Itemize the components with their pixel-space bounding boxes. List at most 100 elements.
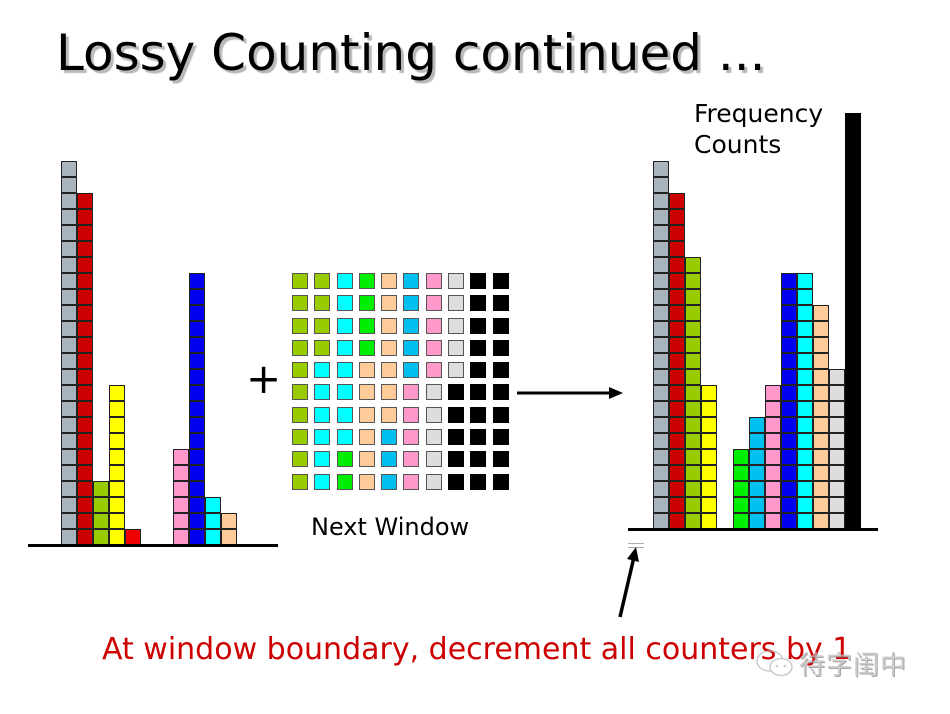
count-block: [733, 497, 749, 513]
window-item-olive: [292, 295, 308, 312]
count-block: [733, 465, 749, 481]
count-block: [189, 433, 205, 449]
count-block: [669, 433, 685, 449]
count-block: [781, 337, 797, 353]
count-block: [669, 241, 685, 257]
count-block: [669, 449, 685, 465]
count-block: [109, 513, 125, 529]
count-block: [653, 385, 669, 401]
count-block: [77, 225, 93, 241]
count-block: [669, 321, 685, 337]
count-block: [173, 481, 189, 497]
count-block: [813, 417, 829, 433]
count-block: [685, 305, 701, 321]
frequency-label-line1: Frequency: [694, 99, 824, 128]
bar-yellow: [701, 385, 717, 529]
count-block: [685, 417, 701, 433]
count-block: [701, 401, 717, 417]
count-block: [765, 481, 781, 497]
bar-cyan: [797, 273, 813, 529]
count-block: [797, 385, 813, 401]
count-block: [797, 497, 813, 513]
count-block: [669, 305, 685, 321]
count-block: [77, 369, 93, 385]
window-item-pink: [403, 429, 420, 446]
count-block: [685, 353, 701, 369]
window-item-pink: [425, 317, 442, 334]
window-item-skyblue: [403, 273, 420, 289]
window-item-black: [470, 473, 487, 490]
count-block: [189, 481, 205, 497]
count-block: [685, 289, 701, 305]
right-frequency-chart: [628, 100, 878, 529]
window-item-black: [492, 429, 509, 446]
bar-red: [669, 193, 685, 529]
window-item-olive: [292, 384, 308, 401]
count-block: [61, 465, 77, 481]
count-block: [813, 305, 829, 321]
count-block: [813, 481, 829, 497]
count-block: [685, 465, 701, 481]
count-block: [749, 497, 765, 513]
count-block: [189, 497, 205, 513]
count-block: [765, 385, 781, 401]
count-block: [77, 401, 93, 417]
count-block: [109, 465, 125, 481]
count-block: [669, 417, 685, 433]
decrement-note: At window boundary, decrement all counte…: [102, 632, 852, 667]
count-block: [829, 513, 845, 529]
count-block: [797, 337, 813, 353]
next-window-label: Next Window: [311, 513, 470, 541]
window-item-green: [336, 451, 353, 468]
count-block: [189, 289, 205, 305]
window-item-skyblue: [381, 429, 398, 446]
count-block: [189, 273, 205, 289]
window-item-green: [358, 295, 375, 312]
count-block: [653, 449, 669, 465]
window-item-skyblue: [403, 339, 420, 356]
count-block: [77, 529, 93, 545]
count-block: [61, 161, 77, 177]
window-item-peach: [381, 406, 398, 423]
window-item-black: [470, 451, 487, 468]
count-block: [653, 465, 669, 481]
count-block: [77, 353, 93, 369]
count-block: [77, 481, 93, 497]
window-item-black: [470, 384, 487, 401]
window-item-black: [448, 451, 465, 468]
count-block: [125, 529, 141, 545]
count-block: [77, 305, 93, 321]
count-block: [653, 193, 669, 209]
count-block: [93, 513, 109, 529]
up-arrow-icon: [618, 547, 639, 618]
count-block: [77, 497, 93, 513]
bar-peach: [221, 513, 237, 545]
count-block: [653, 481, 669, 497]
window-item-lightgrey: [425, 429, 442, 446]
count-block: [221, 513, 237, 529]
count-block: [781, 289, 797, 305]
slide-title: Lossy Counting continued ...: [56, 24, 766, 82]
count-block: [61, 273, 77, 289]
count-block: [749, 449, 765, 465]
frequency-label-line2: Counts: [694, 130, 782, 159]
window-item-olive: [292, 362, 308, 379]
count-block: [765, 401, 781, 417]
count-block: [765, 497, 781, 513]
count-block: [77, 209, 93, 225]
count-block: [189, 465, 205, 481]
count-block: [221, 529, 237, 545]
count-block: [797, 417, 813, 433]
count-block: [653, 241, 669, 257]
window-item-peach: [358, 473, 375, 490]
count-block: [797, 433, 813, 449]
count-block: [781, 449, 797, 465]
count-block: [701, 417, 717, 433]
window-item-black: [448, 384, 465, 401]
count-block: [685, 497, 701, 513]
bar-lightgrey: [829, 369, 845, 529]
count-block: [77, 257, 93, 273]
window-item-green: [358, 273, 375, 289]
count-block: [829, 369, 845, 385]
window-item-black: [470, 429, 487, 446]
